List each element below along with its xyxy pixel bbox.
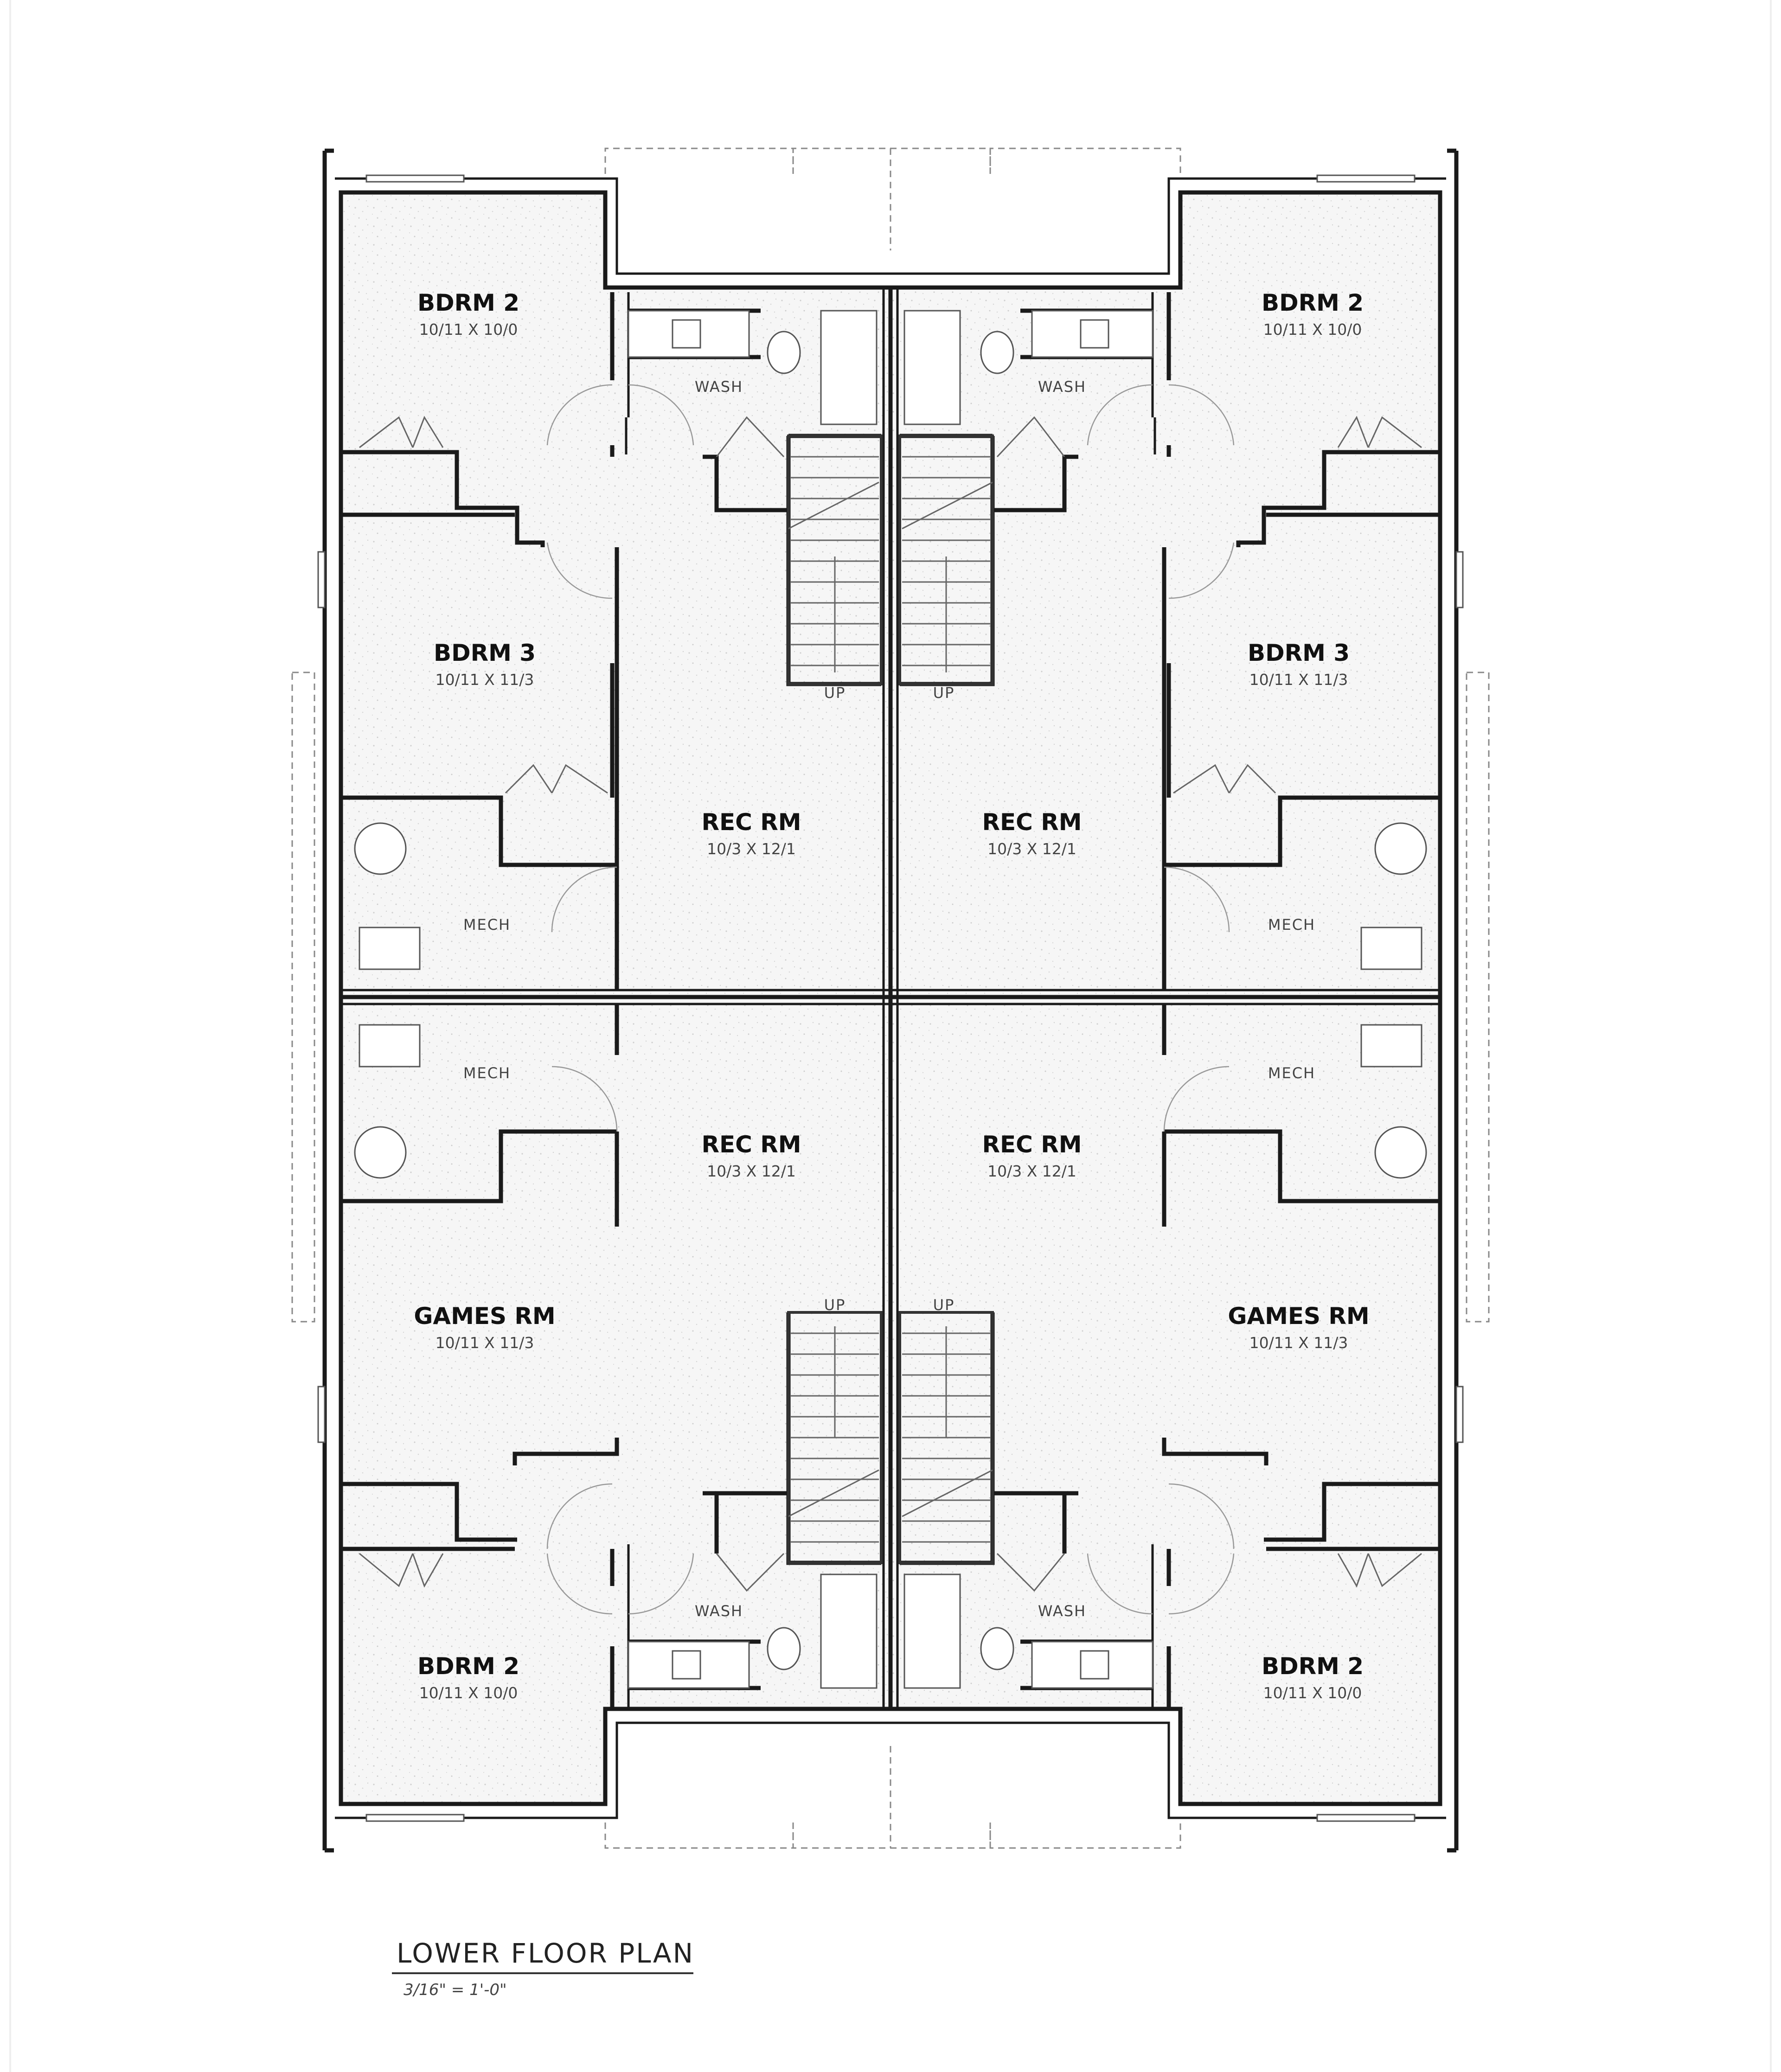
room-name: BDRM 2 <box>1262 289 1364 316</box>
room-dimensions: 10/11 X 10/0 <box>1263 1684 1362 1702</box>
room-name: BDRM 3 <box>434 640 536 666</box>
room-name: REC RM <box>982 809 1082 836</box>
unit-br-labels: MECH REC RM 10/3 X 12/1 GAMES RM 10/11 X… <box>933 1064 1370 1702</box>
furnace-bl <box>359 1024 421 1068</box>
room-dimensions: 10/11 X 10/0 <box>1263 320 1362 339</box>
room-name: REC RM <box>701 1131 801 1158</box>
room-dimensions: 10/11 X 11/3 <box>436 1334 534 1352</box>
unit-bl-walls <box>341 1004 881 1709</box>
sink-tl <box>672 319 701 349</box>
room-name: GAMES RM <box>414 1303 555 1330</box>
room-name: BDRM 2 <box>417 1653 519 1680</box>
tub-tr <box>903 310 961 425</box>
water-heater-br <box>1374 1126 1427 1179</box>
closet-doors <box>359 416 1422 1592</box>
sink-bl <box>672 1650 701 1680</box>
mech-equipment <box>354 822 1427 1179</box>
unit-tl-labels: BDRM 2 10/11 X 10/0 BDRM 3 10/11 X 11/3 … <box>417 289 846 934</box>
up-label: UP <box>933 684 955 702</box>
room-name: BDRM 3 <box>1248 640 1350 666</box>
room-dimensions: 10/11 X 11/3 <box>1249 1334 1348 1352</box>
mech-label: MECH <box>463 916 511 934</box>
up-label: UP <box>824 684 846 702</box>
furnace-tr <box>1360 927 1422 970</box>
mech-label: MECH <box>1268 916 1315 934</box>
plan-scale: 3/16" = 1'-0" <box>404 1981 507 1999</box>
toilet-bl <box>767 1627 801 1670</box>
tub-bl <box>820 1573 878 1689</box>
room-name: REC RM <box>701 809 801 836</box>
stair-tl <box>787 435 883 685</box>
stair-tr <box>898 435 994 685</box>
mech-label: MECH <box>463 1064 511 1082</box>
room-name: GAMES RM <box>1228 1303 1369 1330</box>
furnace-tl <box>359 927 421 970</box>
room-dimensions: 10/11 X 10/0 <box>419 320 518 339</box>
unit-tr-labels: BDRM 2 10/11 X 10/0 BDRM 3 10/11 X 11/3 … <box>933 289 1364 934</box>
bathroom-fixtures <box>628 310 1153 1689</box>
windows <box>317 174 1464 1822</box>
toilet-tr <box>980 331 1014 374</box>
exterior-projections <box>291 147 1490 1849</box>
wash-label: WASH <box>1038 378 1086 396</box>
water-heater-bl <box>354 1126 407 1179</box>
room-dimensions: 10/3 X 12/1 <box>707 840 796 858</box>
mech-label: MECH <box>1268 1064 1315 1082</box>
staircases <box>787 435 994 1564</box>
room-dimensions: 10/3 X 12/1 <box>707 1162 796 1180</box>
water-heater-tr <box>1374 822 1427 875</box>
tub-br <box>903 1573 961 1689</box>
vanity-bl <box>628 1641 750 1689</box>
room-dimensions: 10/11 X 11/3 <box>1249 671 1348 689</box>
room-dimensions: 10/3 X 12/1 <box>987 840 1076 858</box>
wash-label: WASH <box>1038 1602 1086 1620</box>
party-walls <box>341 288 1440 1709</box>
wash-label: WASH <box>695 1602 743 1620</box>
toilet-br <box>980 1627 1014 1670</box>
room-name: BDRM 2 <box>1262 1653 1364 1680</box>
unit-bl-labels: MECH REC RM 10/3 X 12/1 GAMES RM 10/11 X… <box>414 1064 846 1702</box>
room-dimensions: 10/11 X 10/0 <box>419 1684 518 1702</box>
title-block: LOWER FLOOR PLAN 3/16" = 1'-0" <box>392 1938 694 1999</box>
door-swings <box>546 384 1235 1615</box>
room-name: REC RM <box>982 1131 1082 1158</box>
water-heater-tl <box>354 822 407 875</box>
up-label: UP <box>933 1296 955 1314</box>
stair-br <box>898 1311 994 1564</box>
stair-bl <box>787 1311 883 1564</box>
sink-tr <box>1080 319 1109 349</box>
plan-title: LOWER FLOOR PLAN <box>397 1938 694 1969</box>
exterior-walls <box>322 148 1459 1853</box>
tub-tl <box>820 310 878 425</box>
room-dimensions: 10/11 X 11/3 <box>436 671 534 689</box>
toilet-tl <box>767 331 801 374</box>
sink-br <box>1080 1650 1109 1680</box>
room-dimensions: 10/3 X 12/1 <box>987 1162 1076 1180</box>
wash-label: WASH <box>695 378 743 396</box>
room-name: BDRM 2 <box>417 289 519 316</box>
up-label: UP <box>824 1296 846 1314</box>
furnace-br <box>1360 1024 1422 1068</box>
